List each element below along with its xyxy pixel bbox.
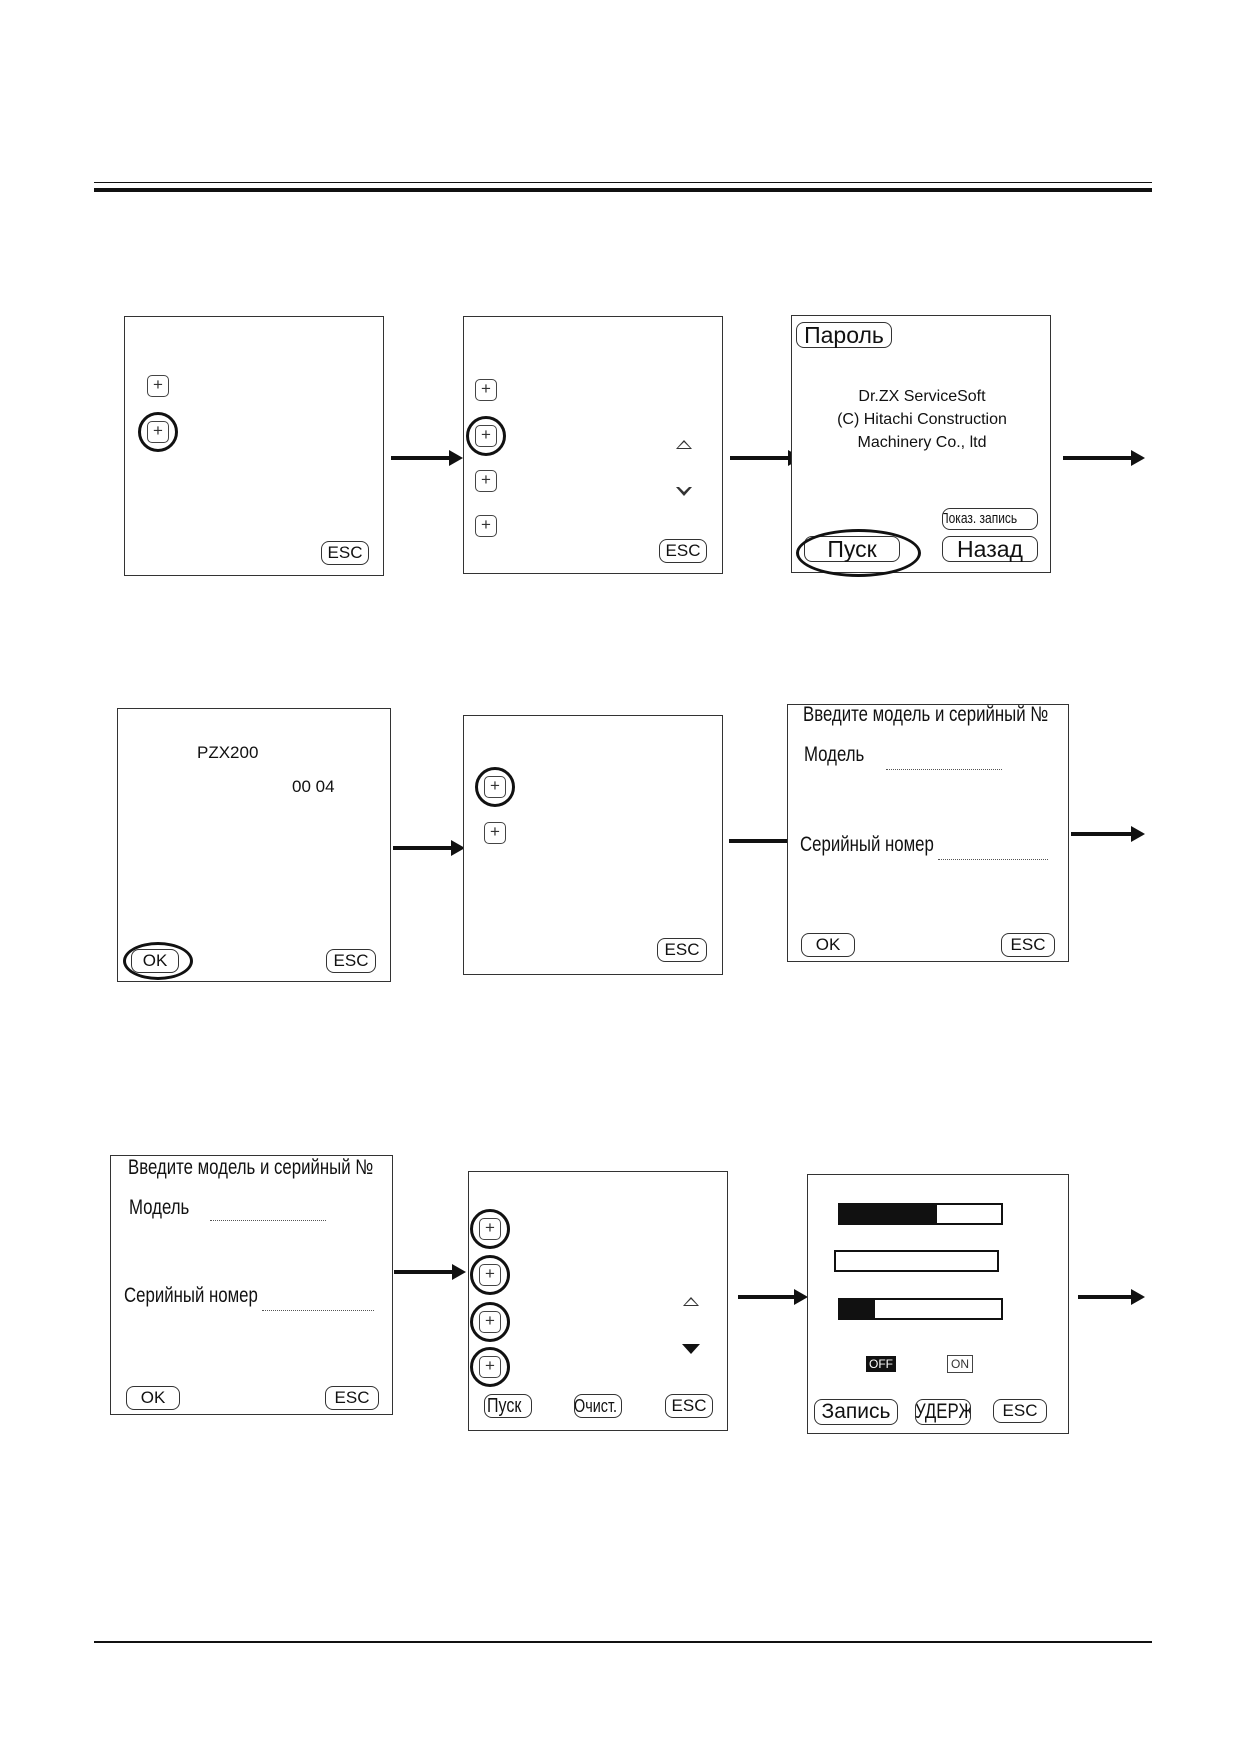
flow-arrow	[1063, 450, 1145, 466]
esc-button[interactable]: ESC	[657, 938, 707, 962]
hold-label: УДЕРЖ	[915, 1400, 971, 1423]
level-bar	[838, 1298, 1003, 1320]
back-button[interactable]: Назад	[942, 536, 1038, 562]
entry-prompt: Введите модель и серийный №	[128, 1156, 374, 1179]
screen-8-monitor-select: + + + + Пуск Очист. ESC	[468, 1171, 728, 1431]
selection-circle	[138, 412, 178, 452]
scroll-up-icon[interactable]	[683, 1297, 699, 1306]
app-name: Dr.ZX ServiceSoft	[858, 388, 986, 405]
level-bar	[838, 1203, 1003, 1225]
start-label: Пуск	[486, 1395, 521, 1417]
record-button[interactable]: Запись	[814, 1399, 898, 1425]
esc-button[interactable]: ESC	[325, 1386, 379, 1410]
esc-button[interactable]: ESC	[321, 541, 369, 565]
selection-circle	[470, 1255, 510, 1295]
plus-icon[interactable]: +	[147, 375, 169, 397]
serial-label: Серийный номер	[800, 833, 934, 856]
flow-arrow	[393, 840, 465, 856]
plus-icon[interactable]: +	[475, 379, 497, 401]
ok-button[interactable]: OK	[801, 933, 855, 957]
plus-icon[interactable]: +	[484, 822, 506, 844]
selection-circle	[796, 529, 921, 577]
selection-circle	[470, 1209, 510, 1249]
level-bar	[834, 1250, 999, 1272]
footer-rule	[94, 1641, 1152, 1643]
screen-6-model-entry: Введите модель и серийный № Модель Серий…	[787, 703, 1069, 962]
scroll-down-icon[interactable]	[682, 1344, 700, 1354]
clear-label: Очист.	[574, 1396, 617, 1416]
hold-button[interactable]: УДЕРЖ	[915, 1399, 971, 1425]
scroll-down-icon[interactable]	[676, 486, 692, 496]
serial-label: Серийный номер	[124, 1284, 258, 1307]
flow-arrow	[729, 833, 805, 849]
header-rule-thick	[94, 188, 1152, 192]
esc-button[interactable]: ESC	[1001, 933, 1055, 957]
plus-icon[interactable]: +	[475, 515, 497, 537]
screen-7-model-entry: Введите модель и серийный № Модель Серий…	[110, 1155, 393, 1415]
flow-arrow	[730, 450, 802, 466]
selection-circle	[466, 416, 506, 456]
esc-button[interactable]: ESC	[665, 1394, 713, 1418]
company-line: Machinery Co., ltd	[857, 434, 987, 451]
off-indicator: OFF	[866, 1356, 896, 1372]
selection-circle	[470, 1302, 510, 1342]
esc-button[interactable]: ESC	[326, 949, 376, 973]
plus-icon[interactable]: +	[475, 470, 497, 492]
model-label: Модель	[129, 1196, 190, 1219]
password-button[interactable]: Пароль	[796, 322, 892, 348]
flow-arrow	[394, 1264, 466, 1280]
screen-1-menu: + + ESC	[124, 316, 384, 576]
flow-arrow	[1078, 1289, 1145, 1305]
model-field[interactable]	[886, 769, 1002, 770]
esc-button[interactable]: ESC	[993, 1399, 1047, 1423]
clear-button[interactable]: Очист.	[574, 1394, 622, 1418]
model-label: Модель	[804, 743, 865, 766]
selection-circle	[475, 767, 515, 807]
version-code: 00 04	[292, 777, 335, 796]
esc-button[interactable]: ESC	[659, 539, 707, 563]
model-field[interactable]	[210, 1220, 326, 1221]
screen-5-menu: + + ESC	[463, 715, 723, 975]
model-name: PZX200	[197, 743, 259, 762]
flow-arrow	[1071, 826, 1145, 842]
screen-3-password: Пароль Dr.ZX ServiceSoft (C) Hitachi Con…	[791, 315, 1051, 577]
on-indicator: ON	[947, 1355, 973, 1373]
screen-9-monitor: OFF ON Запись УДЕРЖ ESC	[807, 1174, 1069, 1434]
screen-2-menu: + + + + ESC	[463, 316, 723, 574]
ok-button[interactable]: OK	[126, 1386, 180, 1410]
scroll-up-icon[interactable]	[676, 440, 692, 449]
serial-field[interactable]	[262, 1310, 374, 1311]
selection-circle	[470, 1347, 510, 1387]
copyright-line: (C) Hitachi Construction	[837, 411, 1007, 428]
selection-circle	[123, 942, 193, 980]
start-button[interactable]: Пуск	[484, 1394, 532, 1418]
entry-prompt: Введите модель и серийный №	[803, 703, 1049, 726]
show-log-label: Показ. запись	[942, 510, 1018, 527]
flow-arrow	[738, 1289, 808, 1305]
screen-4-model-info: PZX200 00 04 OK ESC	[117, 708, 391, 982]
flow-arrow	[391, 450, 463, 466]
show-log-button[interactable]: Показ. запись	[942, 508, 1038, 530]
serial-field[interactable]	[938, 859, 1048, 860]
header-rule-thin	[94, 182, 1152, 183]
